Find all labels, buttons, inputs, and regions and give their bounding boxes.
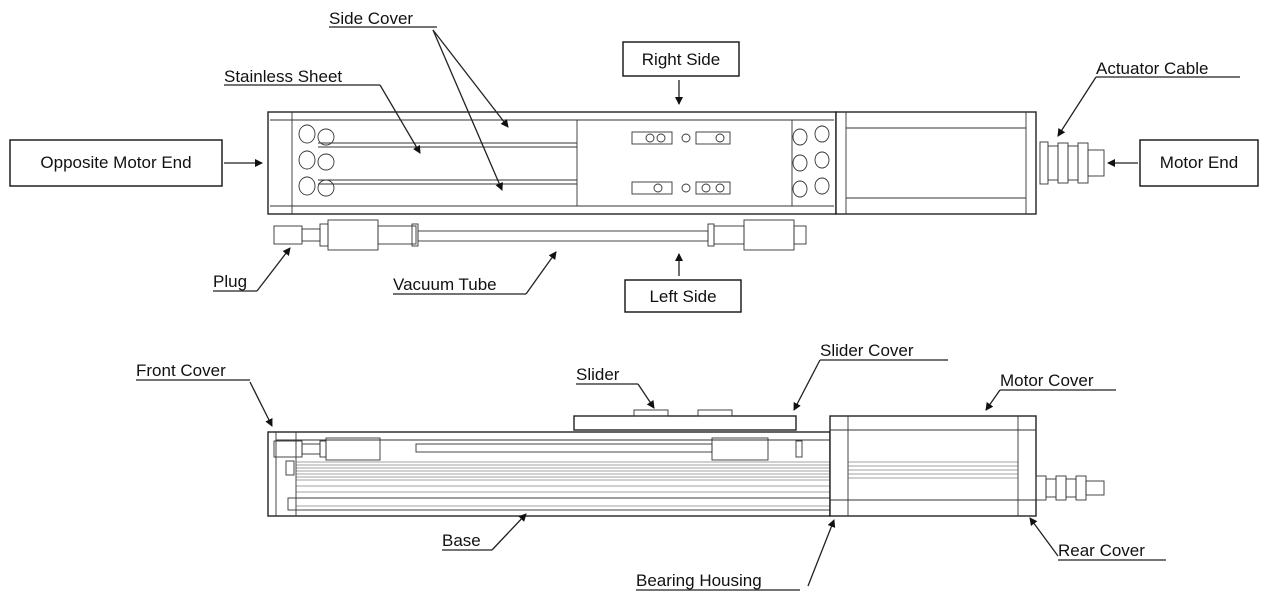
side-view	[267, 409, 1105, 517]
label-side-cover: Side Cover	[329, 9, 413, 28]
cable-connector-side	[1035, 475, 1105, 501]
label-actuator-cable: Actuator Cable	[1096, 59, 1208, 78]
end-screws-right	[792, 125, 830, 198]
label-left-side: Left Side	[649, 287, 716, 306]
label-vacuum-tube: Vacuum Tube	[393, 275, 497, 294]
top-view	[267, 111, 1105, 251]
end-screws-left	[298, 124, 335, 197]
label-motor-end: Motor End	[1160, 153, 1238, 172]
label-front-cover: Front Cover	[136, 361, 226, 380]
label-opposite-motor-end: Opposite Motor End	[40, 153, 191, 172]
vacuum-tube-assembly	[273, 219, 807, 251]
motor-housing-top	[835, 111, 1037, 215]
left-side-box	[624, 279, 742, 313]
label-slider-cover: Slider Cover	[820, 341, 914, 360]
opposite-motor-end-box	[9, 139, 223, 187]
label-right-side: Right Side	[642, 50, 720, 69]
slider-top-details	[631, 131, 731, 195]
label-slider: Slider	[576, 365, 620, 384]
label-base: Base	[442, 531, 481, 550]
labels: Side Cover Right Side Actuator Cable Sta…	[9, 9, 1259, 591]
label-rear-cover: Rear Cover	[1058, 541, 1145, 560]
motor-end-box	[1139, 139, 1259, 187]
cable-connector-top	[1039, 141, 1105, 185]
slider-cover-plate	[573, 415, 797, 431]
label-bearing-housing: Bearing Housing	[636, 571, 762, 590]
actuator-body-top	[267, 111, 837, 215]
label-motor-cover: Motor Cover	[1000, 371, 1094, 390]
label-plug: Plug	[213, 272, 247, 291]
right-side-box	[622, 41, 740, 77]
label-stainless-sheet: Stainless Sheet	[224, 67, 342, 86]
